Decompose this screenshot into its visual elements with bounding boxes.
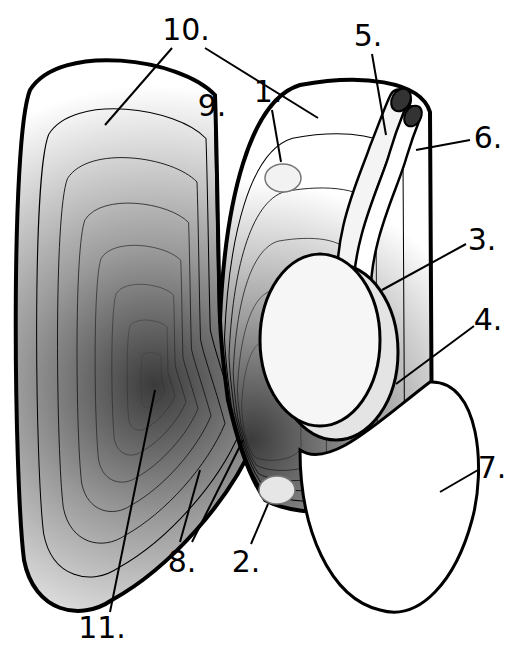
- callout-number: 2.: [232, 547, 261, 577]
- callout-number: 1.: [254, 77, 283, 107]
- callout-number: 5.: [354, 21, 383, 51]
- callout-number: 4.: [474, 305, 503, 335]
- callout-number: 7.: [478, 453, 507, 483]
- callout-number: 10.: [162, 15, 210, 45]
- anterior-scar: [265, 164, 301, 192]
- callout-number: 9.: [198, 91, 227, 121]
- visceral-mass: [260, 254, 380, 426]
- callout-number: 3.: [468, 225, 497, 255]
- posterior-scar: [259, 476, 295, 504]
- callout-number: 6.: [474, 123, 503, 153]
- callout-number: 11.: [78, 613, 126, 643]
- callout-number: 8.: [168, 547, 197, 577]
- leader-lines: [105, 48, 478, 612]
